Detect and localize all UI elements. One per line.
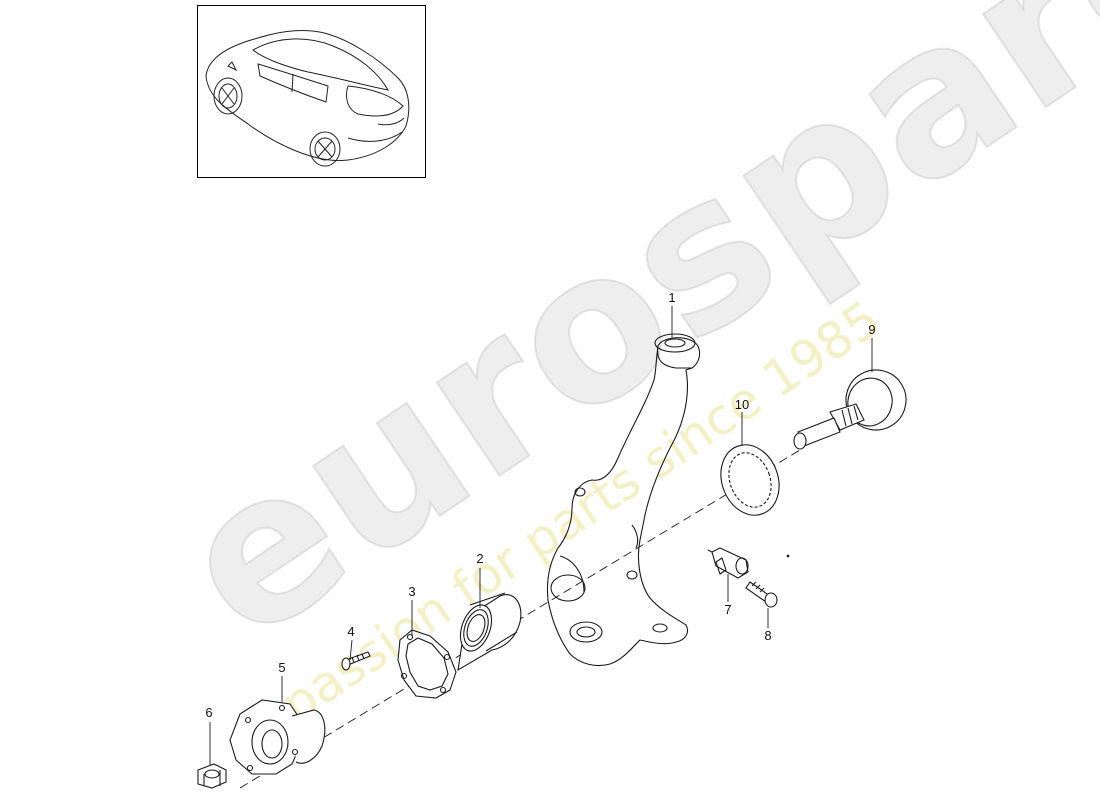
nut-icon bbox=[197, 763, 227, 789]
callout-5: 5 bbox=[278, 660, 286, 675]
callout-2: 2 bbox=[476, 551, 484, 566]
car-thumbnail-icon bbox=[205, 30, 410, 167]
callout-10: 10 bbox=[734, 397, 750, 412]
steering-knuckle-icon bbox=[546, 333, 701, 667]
callout-9: 9 bbox=[868, 322, 876, 337]
callout-4: 4 bbox=[347, 624, 355, 639]
callout-8: 8 bbox=[764, 628, 772, 643]
bolt-icon bbox=[341, 651, 371, 671]
gasket-plate-icon bbox=[397, 629, 457, 699]
callout-3: 3 bbox=[408, 584, 416, 599]
callout-1: 1 bbox=[668, 290, 676, 305]
drive-shaft-icon bbox=[793, 369, 907, 450]
screw-icon bbox=[745, 581, 778, 608]
vehicle-thumbnail bbox=[197, 5, 426, 178]
speed-sensor-icon bbox=[707, 547, 749, 579]
wheel-bearing-icon bbox=[457, 592, 522, 672]
wheel-hub-flange-icon bbox=[229, 699, 326, 775]
callout-7: 7 bbox=[724, 602, 732, 617]
sensor-ring-icon bbox=[720, 444, 780, 516]
callout-6: 6 bbox=[205, 705, 213, 720]
